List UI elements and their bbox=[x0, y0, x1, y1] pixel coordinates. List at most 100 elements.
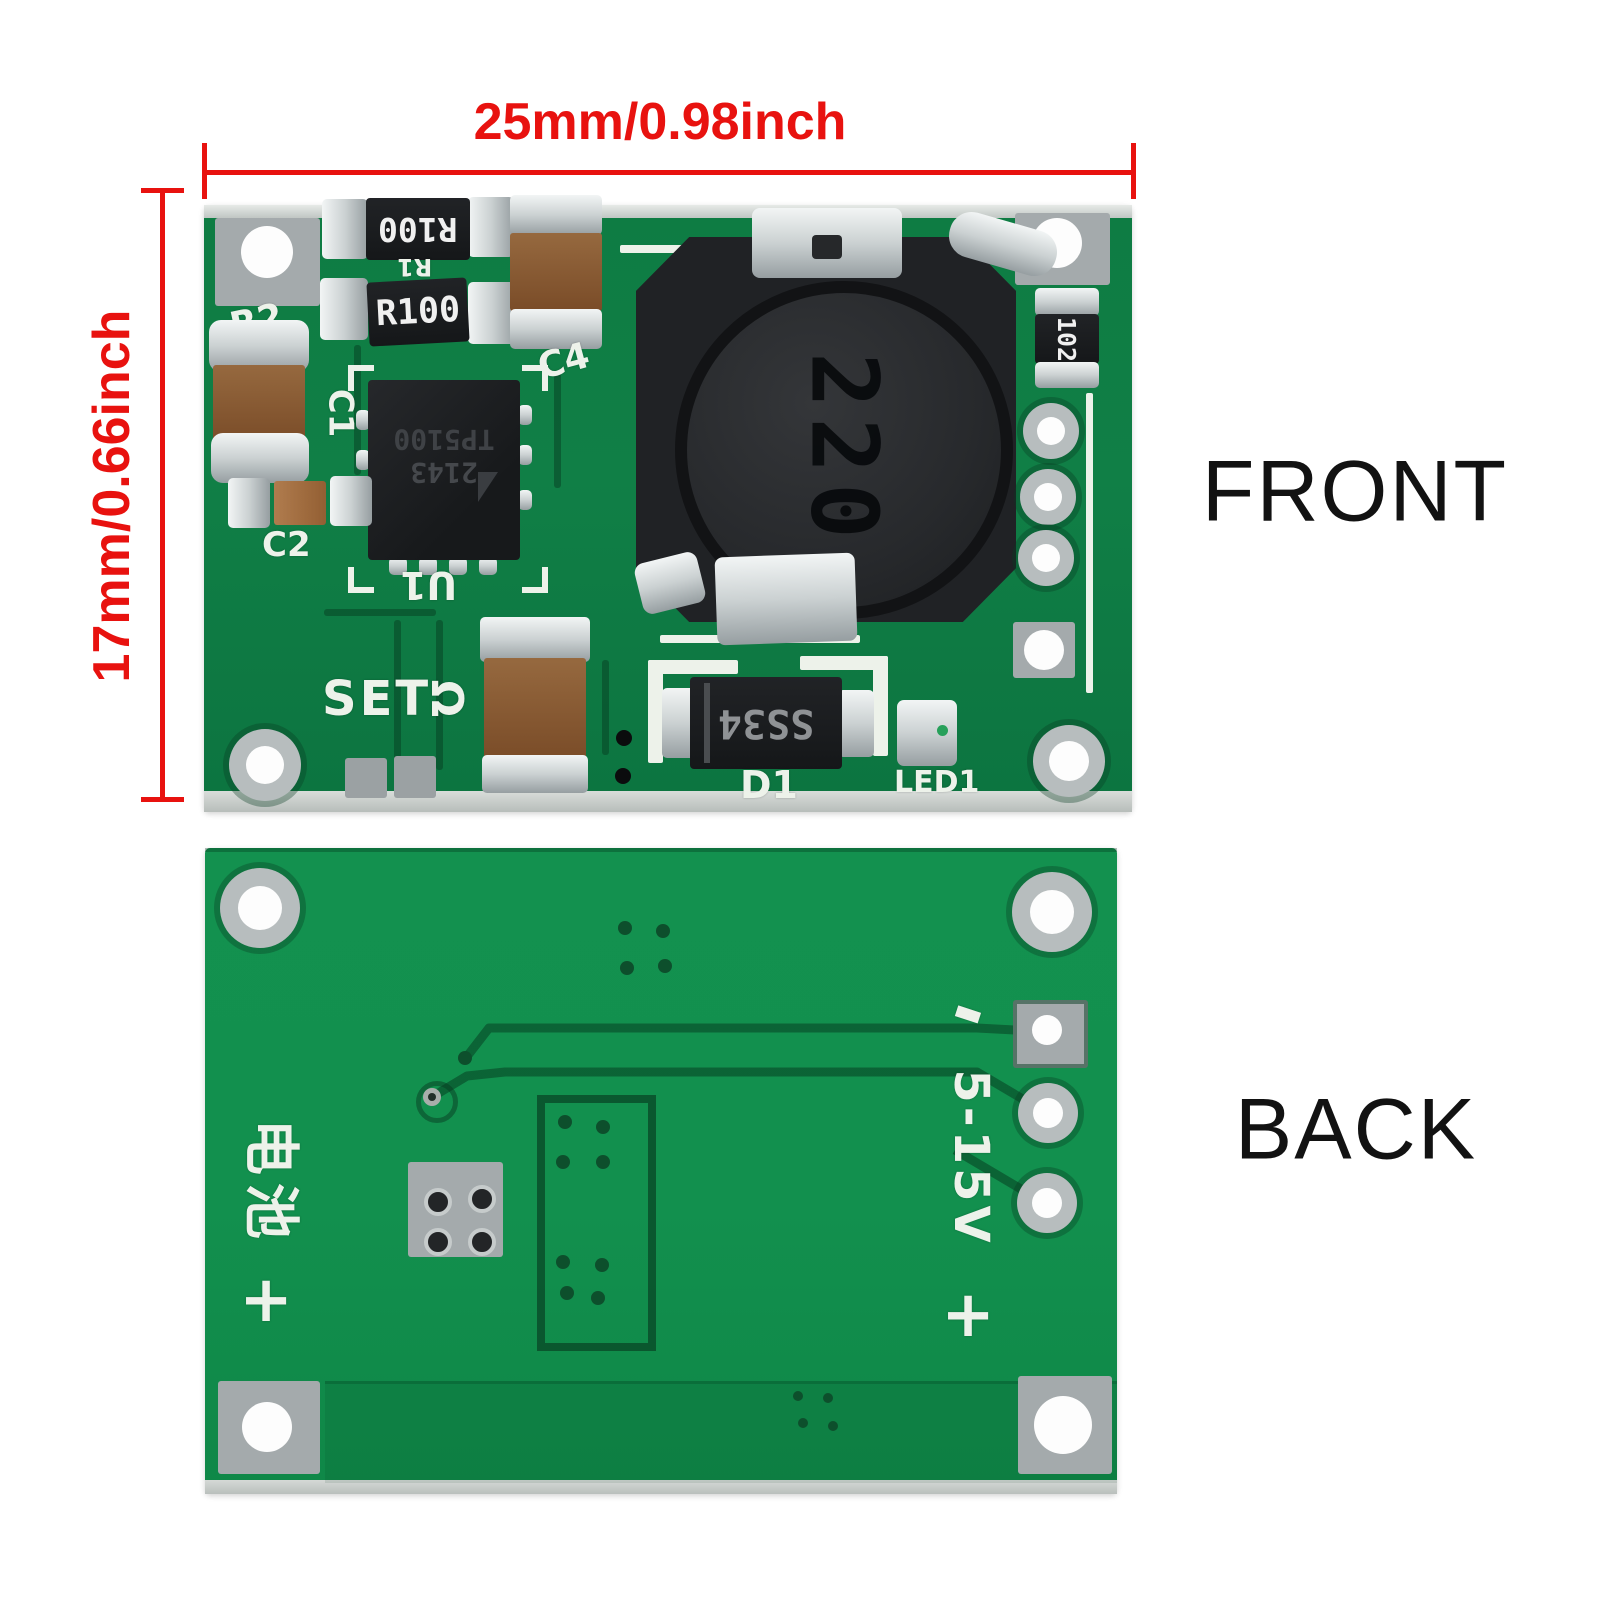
via bbox=[616, 730, 632, 746]
capacitor-c2-body bbox=[274, 481, 326, 525]
board-edge-top bbox=[205, 848, 1117, 852]
height-dimension-tick-bottom bbox=[141, 797, 184, 802]
capacitor-cap bbox=[482, 755, 588, 793]
mounting-hole-top-left bbox=[241, 226, 293, 278]
width-dimension-line bbox=[204, 170, 1136, 175]
chip-pin bbox=[479, 557, 497, 575]
resistor-cap bbox=[322, 199, 368, 259]
capacitor-cap bbox=[211, 433, 309, 483]
diode-marking: SS34 bbox=[717, 700, 815, 746]
copper-pour-region bbox=[325, 1381, 1117, 1483]
via bbox=[620, 961, 634, 975]
silkscreen-plus-left: + bbox=[239, 1263, 293, 1337]
thermal-via bbox=[468, 1228, 496, 1256]
chip-pin bbox=[356, 410, 370, 430]
width-dimension-label: 25mm/0.98inch bbox=[473, 93, 847, 151]
via bbox=[556, 1155, 570, 1169]
front-view-label: FRONT bbox=[1201, 443, 1509, 540]
resistor-marking: R100 bbox=[374, 289, 462, 335]
silkscreen-c1: C1 bbox=[320, 388, 361, 438]
io-pad-hole bbox=[1034, 483, 1062, 511]
width-dimension-tick-left bbox=[202, 143, 207, 199]
inductor-marking: 220 bbox=[790, 351, 898, 549]
pcb-front-board: R100 R1 R100 R2 C4 2143 TP bbox=[204, 195, 1132, 812]
input-pad-hole bbox=[1033, 1098, 1063, 1128]
resistor-cap bbox=[1035, 362, 1099, 388]
resistor-cap bbox=[468, 282, 516, 344]
via bbox=[656, 924, 670, 938]
height-dimension-tick-top bbox=[141, 188, 184, 193]
io-pad-hole bbox=[1037, 417, 1065, 445]
copper-trace bbox=[554, 373, 561, 488]
io-pad-hole bbox=[1032, 544, 1060, 572]
thermal-via bbox=[424, 1228, 452, 1256]
mounting-hole-top-left bbox=[238, 886, 282, 930]
inductor-clip-notch bbox=[812, 235, 842, 259]
resistor-cap bbox=[1035, 288, 1099, 316]
led-green-dot bbox=[937, 725, 948, 736]
thermal-via bbox=[468, 1185, 496, 1213]
capacitor-cap bbox=[480, 617, 590, 662]
silkscreen-corner-bracket bbox=[348, 567, 374, 593]
via bbox=[658, 959, 672, 973]
via bbox=[793, 1391, 803, 1401]
diode-cathode-band bbox=[704, 683, 710, 763]
silkscreen-corner-bracket bbox=[348, 365, 374, 391]
led1-body bbox=[897, 700, 957, 766]
via-halo bbox=[416, 1081, 458, 1123]
copper-trace bbox=[429, 1067, 1051, 1118]
silkscreen-u1: U1 bbox=[400, 563, 458, 607]
resistor-102-body: 102 bbox=[1035, 314, 1099, 364]
via bbox=[823, 1393, 833, 1403]
silkscreen-bracket bbox=[648, 660, 663, 763]
resistor-r1-body: R100 bbox=[366, 198, 470, 260]
via bbox=[595, 1258, 609, 1272]
board-edge-bottom bbox=[204, 791, 1132, 812]
chip-marking-part: TP5100 bbox=[393, 423, 495, 456]
set-jumper-pad bbox=[345, 758, 387, 798]
resistor-r2-body: R100 bbox=[366, 277, 470, 347]
diode-d1-body: SS34 bbox=[690, 677, 842, 769]
set-jumper-pad bbox=[394, 756, 436, 798]
mounting-hole-bottom-right bbox=[1049, 741, 1089, 781]
via bbox=[615, 768, 631, 784]
thermal-via bbox=[424, 1188, 452, 1216]
capacitor-cap bbox=[228, 478, 270, 528]
inductor-clip-bottom bbox=[714, 552, 858, 646]
via bbox=[591, 1291, 605, 1305]
via bbox=[828, 1421, 838, 1431]
height-dimension-label: 17mm/0.66inch bbox=[83, 309, 141, 683]
back-view-label: BACK bbox=[1234, 1081, 1478, 1178]
silkscreen-line bbox=[1086, 393, 1093, 693]
chip-u1-body: 2143 TP5100 bbox=[368, 380, 520, 560]
via bbox=[596, 1155, 610, 1169]
silkscreen-c2: C2 bbox=[262, 525, 311, 565]
silkscreen-corner-bracket bbox=[522, 365, 548, 391]
chip-pin bbox=[449, 557, 467, 575]
silkscreen-bracket bbox=[873, 656, 888, 756]
via bbox=[560, 1286, 574, 1300]
capacitor-c4-body bbox=[510, 233, 602, 311]
mounting-hole-top-right bbox=[1030, 890, 1074, 934]
pcb-back-board: 电池 + - 5-15V + bbox=[205, 848, 1117, 1494]
input-pad-hole bbox=[1032, 1188, 1062, 1218]
silkscreen-set-symbol: Ω bbox=[421, 679, 473, 718]
capacitor-cap bbox=[330, 476, 372, 526]
height-dimension-line bbox=[160, 190, 165, 802]
chip-pin bbox=[518, 405, 532, 425]
capacitor-c1-body bbox=[213, 365, 305, 443]
via bbox=[798, 1418, 808, 1428]
chip-pin bbox=[518, 445, 532, 465]
copper-trace bbox=[324, 609, 436, 616]
via-hole bbox=[428, 1093, 436, 1101]
copper-trace bbox=[602, 660, 609, 755]
io-pad-hole bbox=[1024, 630, 1064, 670]
copper-trace bbox=[436, 620, 443, 770]
via bbox=[458, 1051, 472, 1065]
silkscreen-corner-bracket bbox=[522, 567, 548, 593]
silkscreen-set: SET bbox=[322, 671, 432, 727]
resistor-cap bbox=[468, 197, 514, 257]
board-edge-bottom bbox=[205, 1480, 1117, 1494]
silkscreen-r1: R1 bbox=[397, 253, 433, 281]
